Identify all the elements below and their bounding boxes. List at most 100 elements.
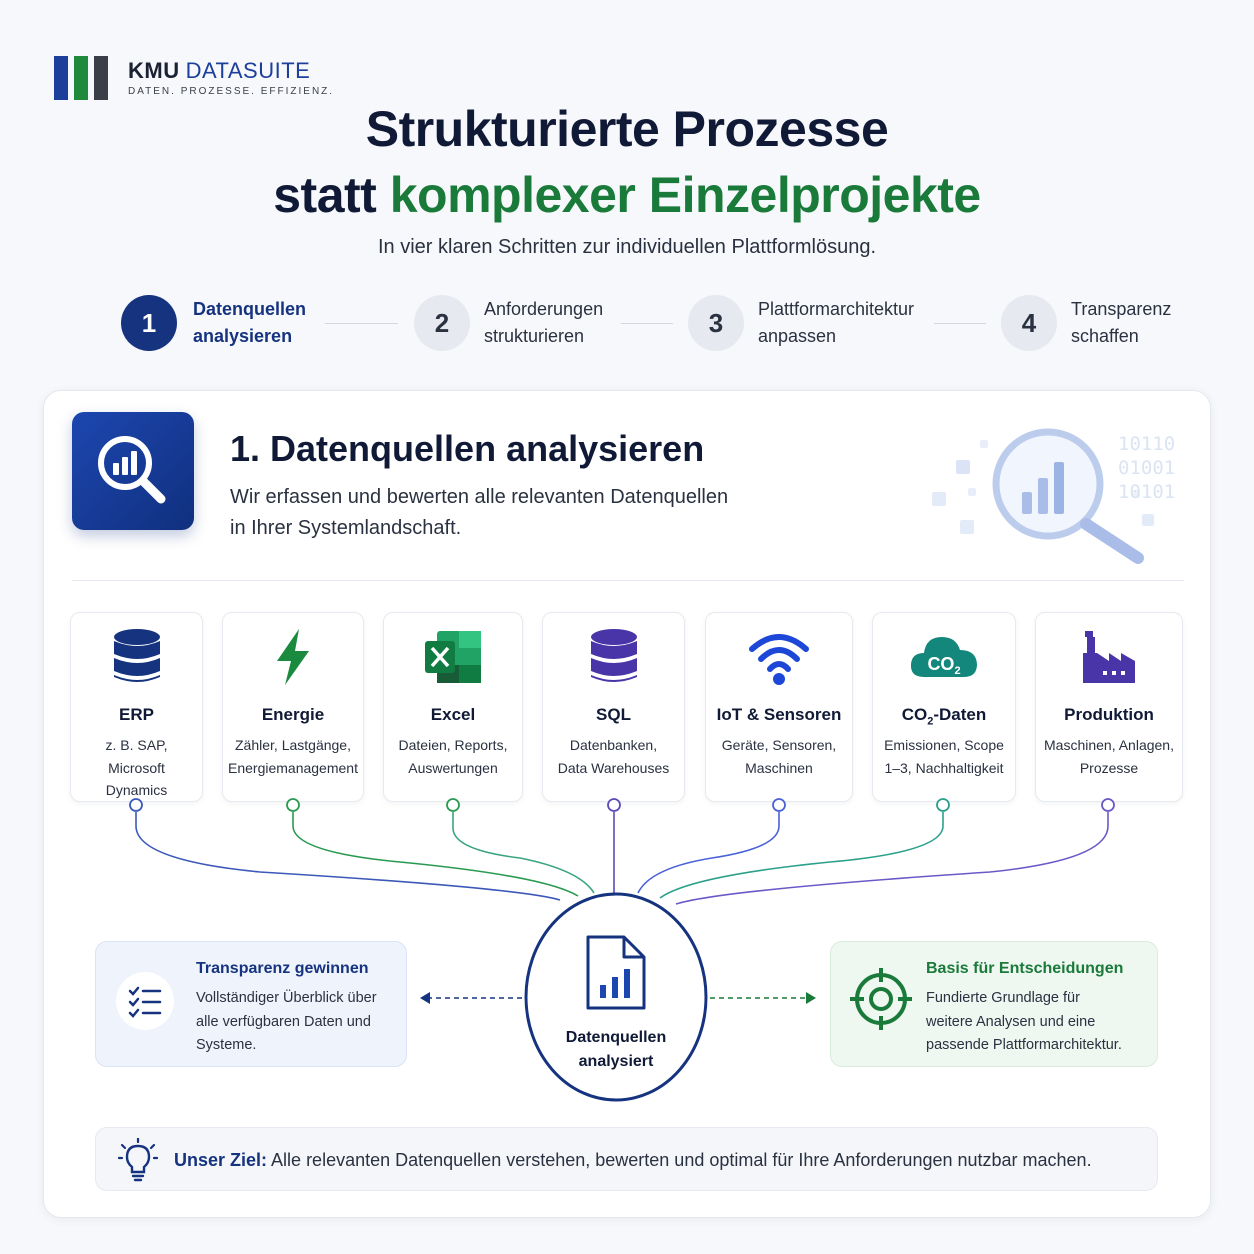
step-4-circle[interactable]: 4 (1001, 295, 1057, 351)
source-description-line: Data Warehouses (557, 759, 670, 776)
step-2-label[interactable]: Anforderungen strukturieren (484, 296, 603, 350)
source-card-produktion[interactable]: Produktion Maschinen, Anlagen, Prozesse (1035, 612, 1183, 802)
binary-line-2: 01001 (1118, 457, 1175, 479)
connector-iot (637, 812, 780, 894)
section-divider (72, 580, 1184, 581)
step-1-circle[interactable]: 1 (121, 295, 177, 351)
magnifier-illustration-icon: 10110 01001 10101 (932, 428, 1175, 564)
center-label-line-1: Datenquellen (565, 1029, 667, 1046)
logo-bar-green (74, 56, 88, 100)
excel-icon (384, 627, 522, 689)
source-description-line: Dateien, Reports, (398, 737, 508, 753)
source-name: Energie (261, 705, 325, 724)
section-description: Wir erfassen und bewerten alle relevante… (230, 482, 790, 544)
source-description: Zähler, Lastgänge, Energiemanagement (225, 734, 361, 779)
source-description-line: Prozesse (1079, 759, 1139, 776)
step-1-label-line-2: analysieren (193, 326, 293, 346)
step-4-number: 4 (1021, 307, 1037, 338)
source-card-energie[interactable]: Energie Zähler, Lastgänge, Energiemanage… (222, 612, 364, 802)
source-card-erp[interactable]: ERP z. B. SAP, Microsoft Dynamics (70, 612, 203, 802)
connector-excel (452, 812, 595, 894)
title-highlight: komplexer Einzelprojekte (389, 167, 982, 223)
arrow-right-head (806, 992, 816, 1004)
lightning-icon (223, 627, 363, 689)
info-box-text-line: Fundierte Grundlage für (926, 990, 1080, 1006)
source-name: Excel (430, 705, 476, 724)
sql-database-icon (543, 627, 684, 689)
info-box-text-line: Vollständiger Überblick über (196, 990, 377, 1006)
source-description-line: Datenbanken, (569, 737, 658, 753)
logo-brand-bold: KMU (128, 58, 180, 83)
step-2-label-line-2: strukturieren (484, 326, 585, 346)
step-4-label[interactable]: Transparenz schaffen (1071, 296, 1171, 350)
source-description-line: Geräte, Sensoren, (721, 737, 837, 753)
source-description: Datenbanken, Data Warehouses (545, 734, 682, 779)
source-card-excel[interactable]: Excel Dateien, Reports, Auswertungen (383, 612, 523, 802)
step-connector (325, 323, 398, 324)
source-description: Maschinen, Anlagen, Prozesse (1038, 734, 1180, 779)
binary-line-3: 10101 (1118, 481, 1175, 503)
connector-node (129, 798, 143, 812)
co2-icon-text: CO (927, 654, 954, 674)
source-description-line: Auswertungen (408, 759, 498, 776)
source-name: SQL (596, 705, 631, 724)
connector-erp (135, 812, 561, 901)
page-title: Strukturierte Prozesse statt komplexer E… (0, 96, 1254, 228)
step-connector (621, 323, 673, 324)
source-description-line: Maschinen, Anlagen, (1044, 737, 1174, 753)
connector-produktion (675, 812, 1109, 905)
info-box-text-line: passende Plattformarchitektur. (926, 1037, 1122, 1053)
logo-bar-blue (54, 56, 68, 100)
connector-node (772, 798, 786, 812)
logo-brand-regular: DATASUITE (185, 58, 311, 83)
lightbulb-icon (118, 1138, 158, 1182)
goal-bar: Unser Ziel: Alle relevanten Datenquellen… (95, 1127, 1158, 1191)
source-description-line: z. B. SAP, (105, 737, 168, 753)
source-description-line: Maschinen (745, 759, 813, 776)
step-2-label-line-1: Anforderungen (484, 299, 604, 319)
section-title: 1. Datenquellen analysieren (230, 428, 705, 469)
co2-icon-subscript: 2 (954, 665, 960, 677)
source-card-sql[interactable]: SQL Datenbanken, Data Warehouses (542, 612, 685, 802)
wifi-icon (706, 627, 852, 689)
step-3-circle[interactable]: 3 (688, 295, 744, 351)
center-label-line-2: analysiert (578, 1053, 654, 1070)
source-card-co2[interactable]: CO2 CO2-Daten Emissionen, Scope 1–3, Nac… (872, 612, 1016, 802)
source-description: z. B. SAP, Microsoft Dynamics (73, 734, 200, 802)
connector-energie (292, 812, 579, 897)
goal-label: Unser Ziel: (174, 1150, 268, 1170)
step-4-label-line-2: schaffen (1071, 326, 1139, 346)
info-box-text: Vollständiger Überblick über alle verfüg… (196, 987, 377, 1058)
source-description-line: Energiemanagement (228, 759, 358, 776)
source-description: Emissionen, Scope 1–3, Nachhaltigkeit (875, 734, 1013, 779)
source-description: Geräte, Sensoren, Maschinen (708, 734, 850, 779)
connector-node (936, 798, 950, 812)
page-subtitle: In vier klaren Schritten zur individuell… (377, 236, 877, 258)
svg-text:CO2: CO2 (927, 654, 960, 677)
step-connector (934, 323, 986, 324)
title-line-2: statt komplexer Einzelprojekte (0, 162, 1254, 228)
step-2-circle[interactable]: 2 (414, 295, 470, 351)
connector-node (607, 798, 621, 812)
step-1-label-line-1: Datenquellen (193, 299, 307, 319)
source-card-iot[interactable]: IoT & Sensoren Geräte, Sensoren, Maschin… (705, 612, 853, 802)
co2-name-prefix: CO (901, 705, 928, 724)
connector-node (286, 798, 300, 812)
binary-line-1: 10110 (1118, 433, 1175, 455)
step-1-label[interactable]: Datenquellen analysieren (193, 296, 306, 350)
step-1-number: 1 (141, 307, 157, 338)
analytics-search-icon (72, 412, 194, 530)
step-4-label-line-1: Transparenz (1071, 299, 1172, 319)
section-description-line-1: Wir erfassen und bewerten alle relevante… (230, 486, 729, 508)
database-icon (71, 627, 202, 689)
source-description-line: Emissionen, Scope (884, 737, 1004, 753)
connector-co2 (659, 812, 944, 899)
checklist-icon (116, 972, 174, 1030)
section-description-line-2: in Ihrer Systemlandschaft. (230, 517, 462, 539)
step-3-label-line-2: anpassen (758, 326, 837, 346)
info-box-text-line: alle verfügbaren Daten und (196, 1013, 371, 1030)
